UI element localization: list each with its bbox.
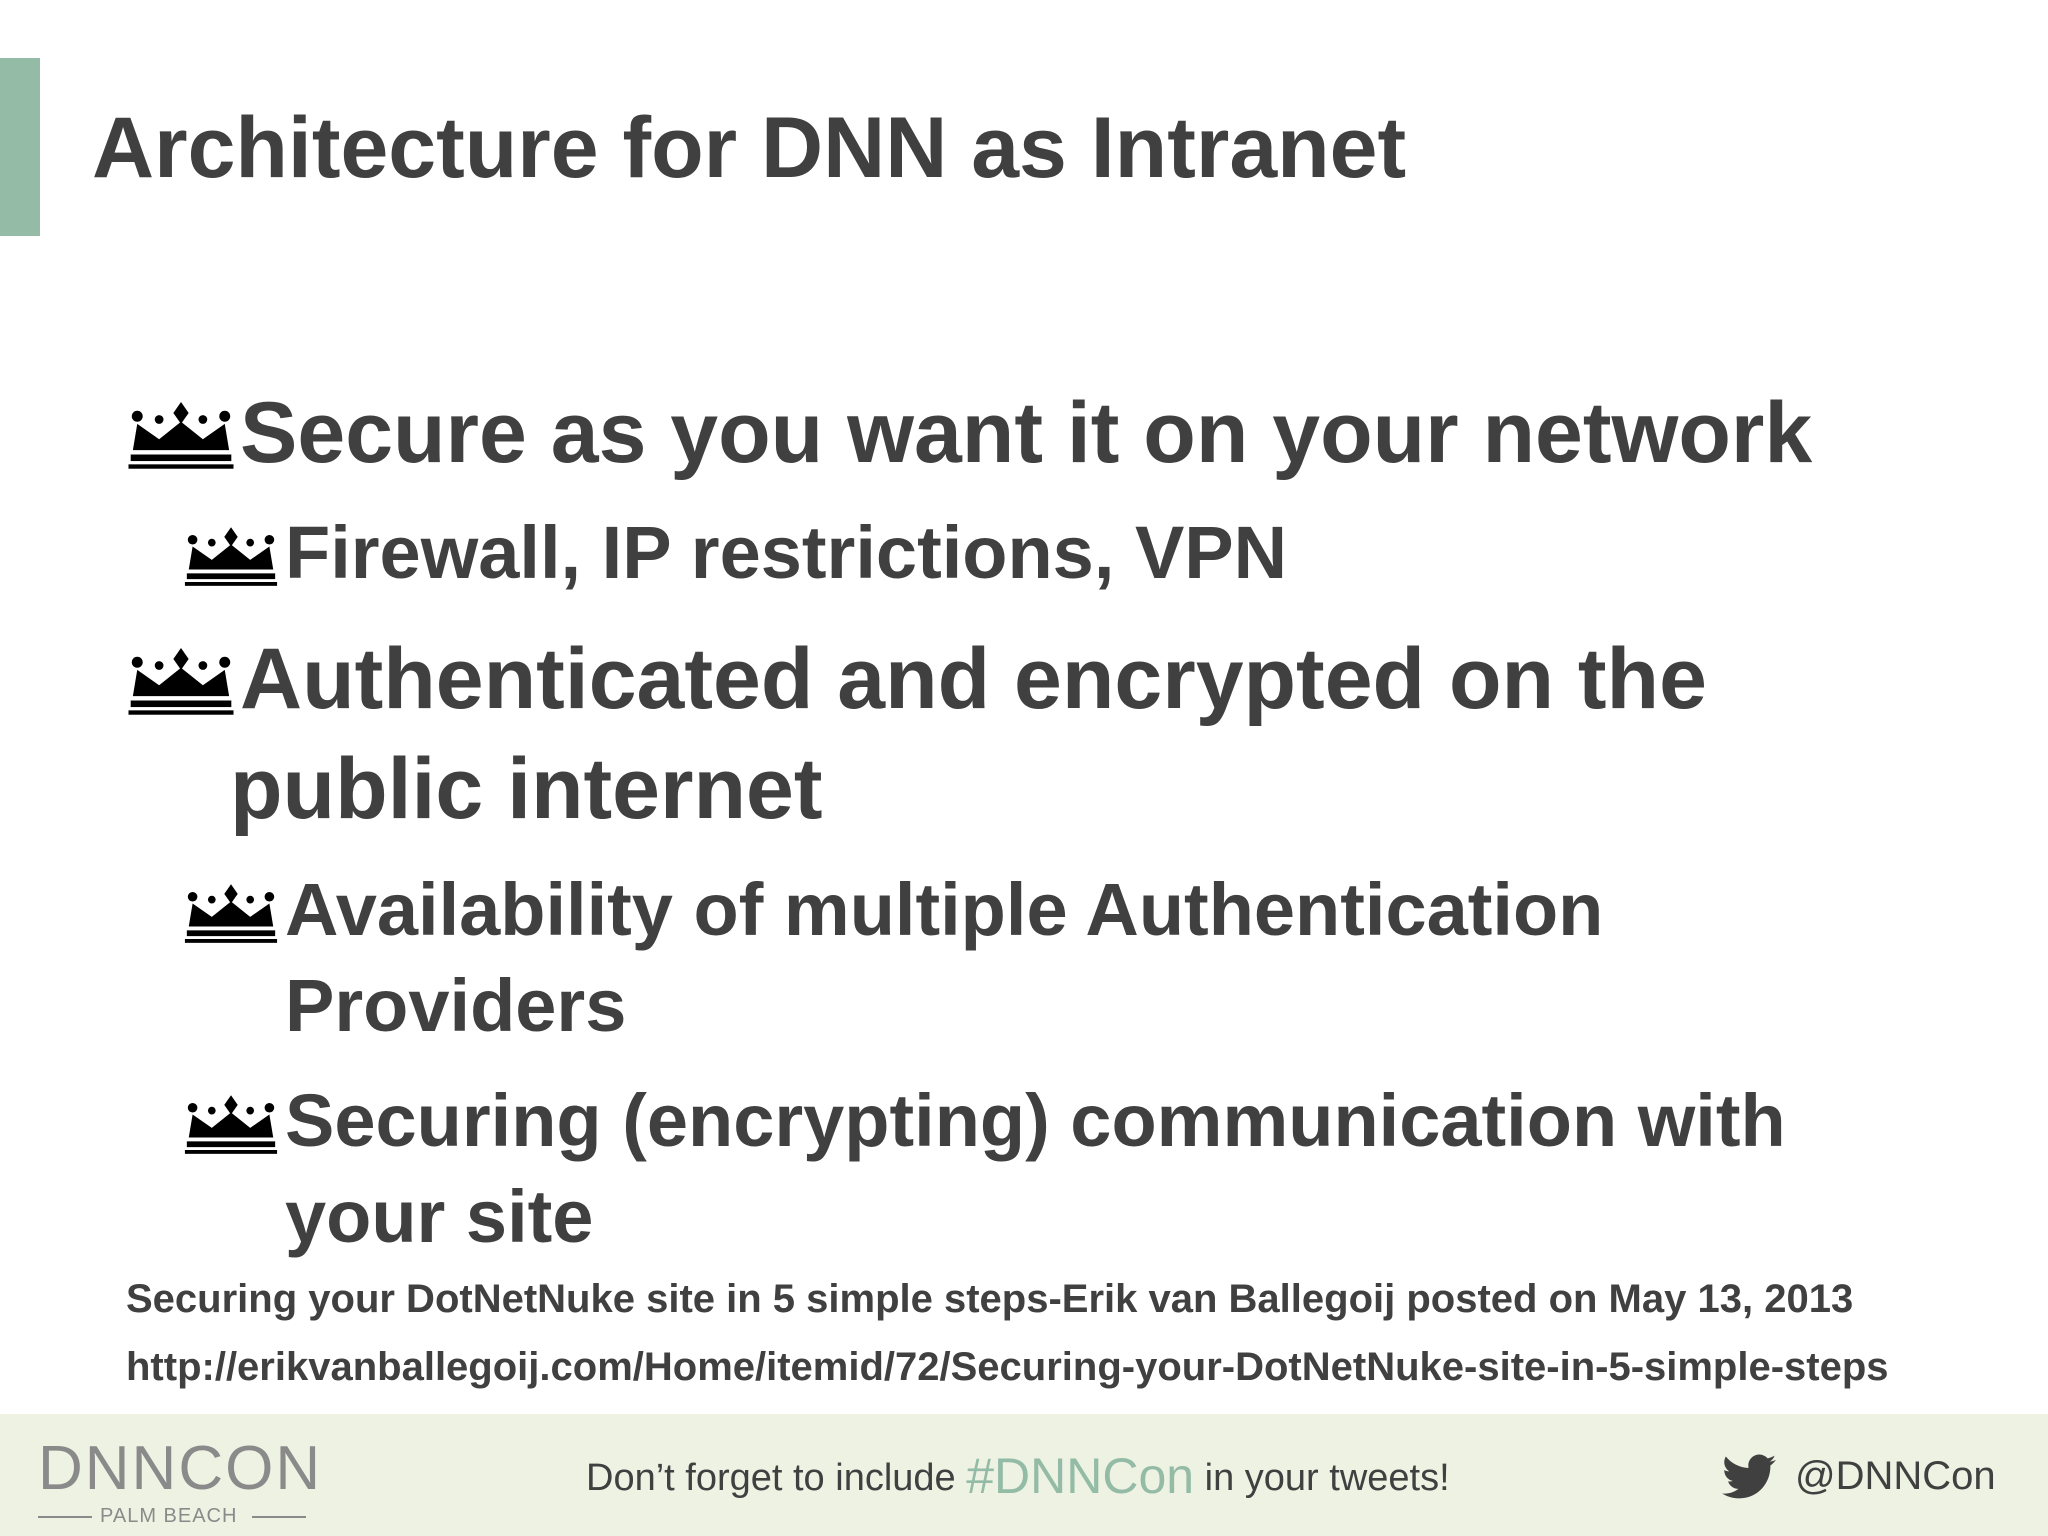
logo-rule-right <box>252 1516 306 1518</box>
crown-icon <box>128 402 234 469</box>
dnncon-logo: DNNCON PALM BEACH <box>38 1434 323 1526</box>
logo-subtitle: PALM BEACH <box>100 1505 238 1527</box>
citation: Securing your DotNetNuke site in 5 simpl… <box>126 1272 1926 1394</box>
bullet-text-line-2: Providers <box>285 964 627 1047</box>
bullet-text: Firewall, IP restrictions, VPN <box>285 511 1288 594</box>
bullet-text: Secure as you want it on your network <box>240 385 1813 481</box>
citation-text: Securing your DotNetNuke site in 5 simpl… <box>126 1277 1854 1321</box>
bullet-text-line-1: Authenticated and encrypted on the <box>240 631 1707 727</box>
crown-icon <box>184 527 278 586</box>
bullet-secure-network: Secure as you want it on your network <box>125 378 1975 488</box>
crown-icon <box>184 884 278 943</box>
tagline-after: in your tweets! <box>1194 1457 1450 1499</box>
tagline-before: Don’t forget to include <box>586 1457 967 1499</box>
bullet-securing-communication: Securing (encrypting) communication with… <box>183 1073 1983 1265</box>
twitter-bird-icon <box>1722 1454 1776 1499</box>
hashtag: #DNNCon <box>966 1448 1195 1504</box>
logo-subtitle-row: PALM BEACH <box>38 1506 308 1526</box>
bullet-text-line-2: public internet <box>230 741 823 837</box>
bullet-text-line-1: Securing (encrypting) communication with <box>285 1079 1786 1162</box>
twitter-handle[interactable]: @DNNCon <box>1795 1454 1996 1498</box>
footer-tagline: Don’t forget to include #DNNCon in your … <box>586 1448 1450 1506</box>
bullet-authenticated-encrypted: Authenticated and encrypted on the publi… <box>125 624 1975 844</box>
title-accent-bar <box>0 58 40 236</box>
bullet-text-line-1: Availability of multiple Authentication <box>285 868 1604 951</box>
bullet-authentication-providers: Availability of multiple Authentication … <box>183 862 1983 1054</box>
logo-wordmark: DNNCON <box>38 1434 323 1503</box>
footer-bar: DNNCON PALM BEACH Don’t forget to includ… <box>0 1414 2048 1536</box>
bullet-text-line-2: your site <box>285 1175 594 1258</box>
slide-title: Architecture for DNN as Intranet <box>92 100 1407 196</box>
crown-icon <box>184 1095 278 1154</box>
bullet-firewall: Firewall, IP restrictions, VPN <box>183 505 1983 601</box>
crown-icon <box>128 648 234 715</box>
citation-link[interactable]: http://erikvanballegoij.com/Home/itemid/… <box>126 1345 1889 1389</box>
logo-rule-left <box>38 1516 92 1518</box>
